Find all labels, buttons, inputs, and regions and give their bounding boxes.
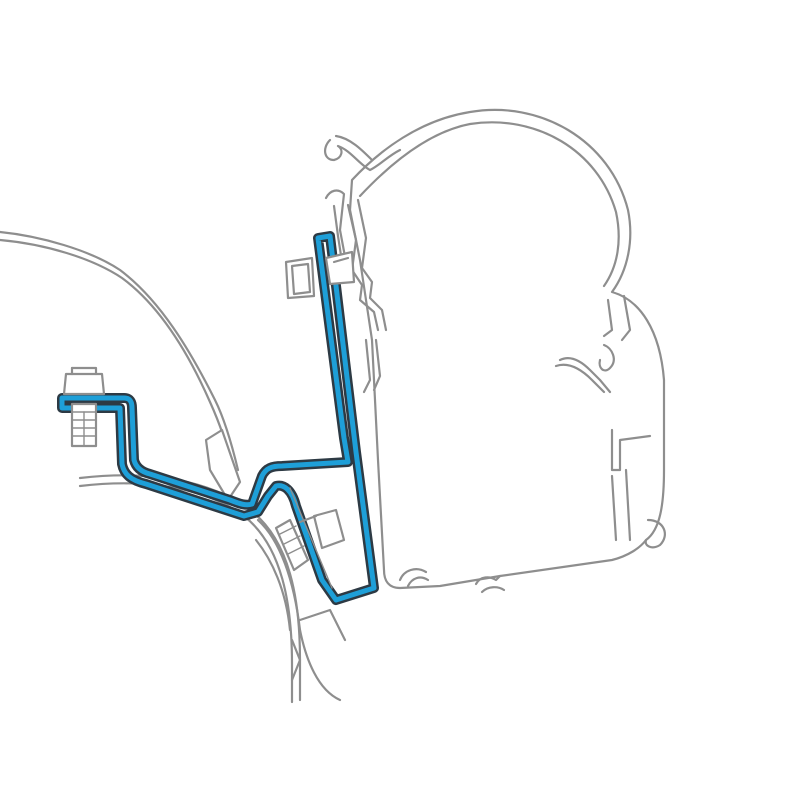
hex-bolt-upper [284, 250, 356, 300]
awning-rail [324, 189, 348, 264]
vehicle-roof [0, 230, 242, 502]
mounting-adapter [57, 231, 379, 605]
adapter-profile [59, 233, 377, 603]
awning-housing [324, 108, 666, 594]
clamp-screw [274, 508, 346, 572]
hex-bolt [62, 366, 106, 448]
